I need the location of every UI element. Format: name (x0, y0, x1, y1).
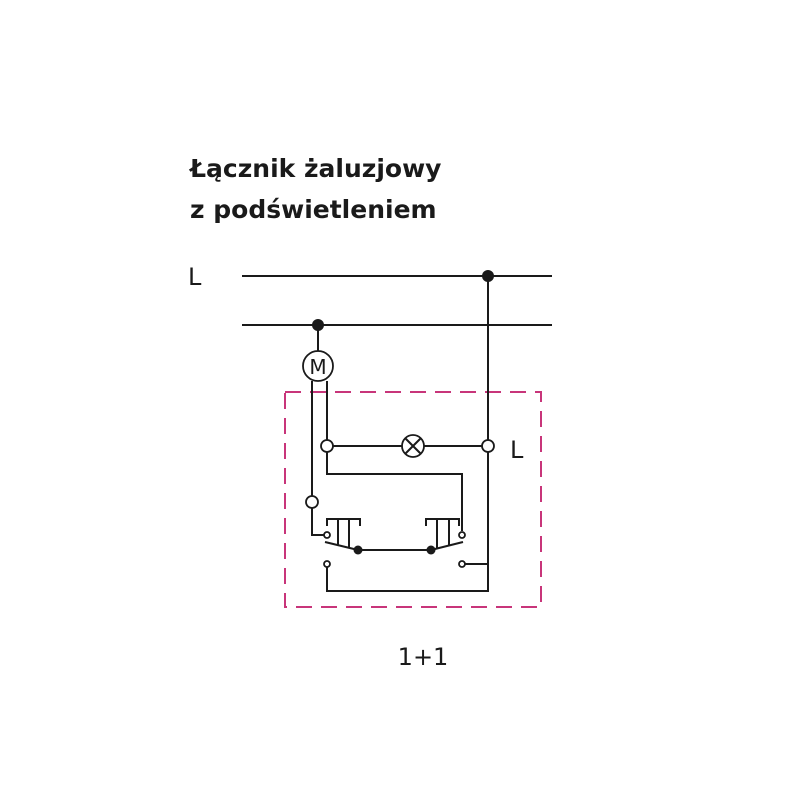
wire (326, 452, 489, 592)
switch-1-lever (324, 541, 359, 551)
pivot-dot (353, 545, 363, 555)
variant-label: 1+1 (398, 643, 449, 671)
terminal (481, 439, 495, 453)
pushbutton-2 (425, 518, 460, 526)
wire (311, 508, 324, 536)
terminal (305, 495, 319, 509)
terminal (320, 439, 334, 453)
pushbutton-1 (326, 518, 361, 526)
contact (458, 560, 466, 568)
wire (326, 452, 463, 531)
title-line-2: z podświetleniem (190, 195, 437, 224)
motor-symbol (302, 350, 334, 382)
contact (323, 560, 331, 568)
contact (458, 531, 466, 539)
title-line-1: Łącznik żaluzjowy (188, 154, 441, 183)
switch-2-lever (430, 541, 464, 551)
pivot-dot (426, 545, 436, 555)
switch-frame (284, 391, 542, 608)
lamp-cross (404, 437, 422, 455)
supply-label: L (188, 263, 202, 291)
motor-label: M (309, 355, 326, 379)
terminal-label: L (510, 436, 524, 464)
contact (323, 531, 331, 539)
